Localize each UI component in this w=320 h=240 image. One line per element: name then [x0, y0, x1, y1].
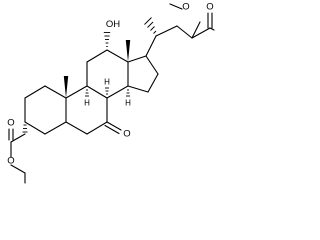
c9-hydrogen-label: H [84, 99, 90, 108]
methyl-ester-carbonyl-oxygen-label: O [206, 2, 213, 13]
methyl-ester [207, 12, 215, 31]
ring-b [65, 85, 108, 135]
ketone-oxygen-label: O [123, 129, 130, 140]
c9-h-hash [85, 89, 89, 97]
methyl-ester-oxygen-label: O [182, 2, 189, 13]
ethyl-ester [8, 128, 26, 184]
c14-hydrogen-label: H [125, 99, 131, 108]
c3-ester-hash [22, 124, 28, 133]
c8-hydrogen-label: H [104, 78, 110, 87]
side-chain [145, 25, 211, 57]
c12-hydroxyl-hash [103, 32, 111, 47]
ethyl-ester-oxygen-label: O [7, 156, 14, 167]
c21-methyl-hash [144, 17, 157, 34]
c7-ketone [104, 121, 122, 135]
chemical-structure: OH O H H H O O [7, 2, 215, 184]
c13-methyl-wedge [125, 40, 131, 62]
c8-h-hash [105, 87, 109, 95]
ring-d [127, 55, 159, 93]
c14-h-hash [126, 89, 130, 97]
hydroxyl-label: OH [106, 19, 120, 30]
ethyl-ester-carbonyl-oxygen-label: O [7, 118, 14, 129]
c10-methyl-wedge [63, 76, 69, 98]
ring-a [24, 85, 67, 135]
ring-c [86, 49, 129, 99]
